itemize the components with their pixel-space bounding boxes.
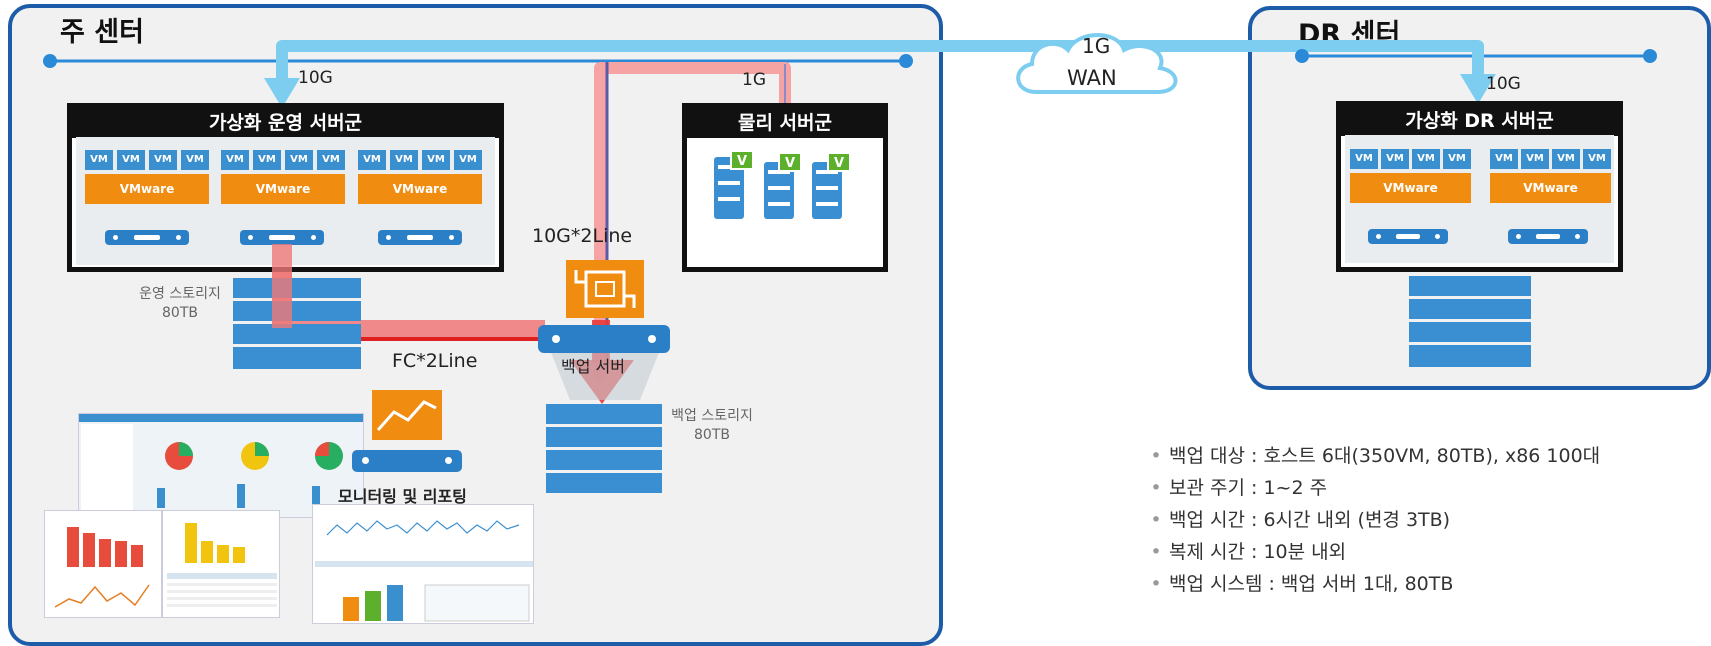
backup-storage-disk — [546, 427, 662, 447]
vm-icon: VM — [221, 150, 249, 170]
main-10g-label: 10G — [298, 68, 333, 88]
summary-item: 보관 주기 : 1~2 주 — [1143, 472, 1600, 504]
backup-server-label: 백업 서버 — [561, 357, 625, 376]
wan-link — [276, 40, 1484, 80]
operation-storage-name: 운영 스토리지 — [139, 286, 221, 302]
backup-10g-2line-label: 10G*2Line — [532, 225, 633, 247]
backup-storage-disk — [546, 473, 662, 493]
backup-software-glyph — [574, 270, 636, 308]
wan-cloud-icon — [1016, 33, 1178, 94]
backup-funnel — [550, 350, 660, 400]
backup-storage-disk — [546, 404, 662, 424]
vm-icon: VM — [117, 150, 145, 170]
host-server-icon — [378, 230, 462, 245]
veeam-badge-icon: V — [730, 150, 754, 170]
vm-icon: VM — [1350, 149, 1378, 169]
dr-lan-dot-right — [1643, 49, 1657, 63]
vmware-label: VMware — [221, 174, 345, 204]
main-lan-dot-left — [43, 54, 57, 68]
vm-icon: VM — [1552, 149, 1580, 169]
summary-item: 백업 대상 : 호스트 6대(350VM, 80TB), x86 100대 — [1143, 440, 1600, 472]
backup-storage-name: 백업 스토리지 — [671, 408, 753, 424]
veeam-badge-icon: V — [778, 152, 802, 172]
vmware-label: VMware — [358, 174, 482, 204]
dr-storage-disk — [1409, 299, 1531, 319]
monitoring-dashboard-thumbnail — [78, 413, 364, 518]
monitoring-label: 모니터링 및 리포팅 — [338, 487, 467, 506]
dr-storage-disk — [1409, 322, 1531, 342]
backup-storage-disk — [546, 450, 662, 470]
operation-storage-disk — [233, 301, 361, 321]
wan-arrow-dr — [1460, 74, 1496, 104]
operation-storage-disk — [233, 347, 361, 369]
dashboard-pie-icons — [157, 442, 343, 508]
backup-software-icon — [566, 260, 644, 318]
monitoring-server-icon — [352, 450, 462, 472]
dr-lan-dot-left — [1295, 49, 1309, 63]
vm-icon: VM — [317, 150, 345, 170]
backup-storage-label: 백업 스토리지 80TB — [662, 407, 762, 445]
summary-item: 백업 시간 : 6시간 내외 (변경 3TB) — [1143, 504, 1600, 536]
vm-icon: VM — [1412, 149, 1440, 169]
backup-storage-capacity: 80TB — [694, 427, 730, 443]
vm-icon: VM — [358, 150, 386, 170]
vm-icon: VM — [1521, 149, 1549, 169]
report-line-chart-thumbnail — [312, 504, 534, 624]
dr-10g-label: 10G — [1486, 74, 1521, 94]
vm-icon: VM — [181, 150, 209, 170]
host-server-icon — [1368, 229, 1448, 244]
host-server-icon — [105, 230, 189, 245]
vmware-label: VMware — [1490, 173, 1611, 203]
operation-storage-capacity: 80TB — [162, 305, 198, 321]
dr-storage-disk — [1409, 276, 1531, 296]
vm-icon: VM — [390, 150, 418, 170]
physical-server-group-title: 물리 서버군 — [687, 108, 883, 138]
backup-summary-list: 백업 대상 : 호스트 6대(350VM, 80TB), x86 100대 보관… — [1143, 440, 1600, 600]
host-server-icon — [1508, 229, 1588, 244]
summary-item: 복제 시간 : 10분 내외 — [1143, 536, 1600, 568]
vm-icon: VM — [1583, 149, 1611, 169]
vm-icon: VM — [1490, 149, 1518, 169]
vm-icon: VM — [149, 150, 177, 170]
operation-storage-label: 운영 스토리지 80TB — [130, 285, 230, 323]
fc-2line-label: FC*2Line — [392, 350, 478, 372]
dr-storage-disk — [1409, 345, 1531, 367]
operation-storage-disk — [233, 324, 361, 344]
host-server-icon — [240, 230, 324, 245]
backup-server-icon — [538, 325, 670, 353]
summary-item: 백업 시스템 : 백업 서버 1대, 80TB — [1143, 568, 1600, 600]
virtual-server-group-title: 가상화 운영 서버군 — [72, 108, 499, 138]
main-center-title: 주 센터 — [60, 17, 144, 48]
wan-speed-label: 1G — [1082, 34, 1111, 58]
vm-icon: VM — [1443, 149, 1471, 169]
dr-virtual-server-group-title: 가상화 DR 서버군 — [1341, 106, 1618, 136]
report-table-thumbnail — [162, 510, 280, 618]
monitoring-chart-icon — [372, 390, 442, 440]
vm-icon: VM — [1381, 149, 1409, 169]
main-lan-dot-right — [899, 54, 913, 68]
operation-storage-disk — [233, 278, 361, 298]
physical-server-icon — [714, 157, 744, 219]
vm-icon: VM — [454, 150, 482, 170]
vmware-label: VMware — [85, 174, 209, 204]
vm-icon: VM — [285, 150, 313, 170]
wan-arrow-main — [264, 78, 300, 108]
report-bar-chart-thumbnail — [44, 510, 162, 618]
veeam-badge-icon: V — [827, 152, 851, 172]
vmware-label: VMware — [1350, 173, 1471, 203]
vm-icon: VM — [253, 150, 281, 170]
main-1g-label: 1G — [742, 70, 766, 90]
wan-label: WAN — [1067, 66, 1117, 90]
vm-icon: VM — [85, 150, 113, 170]
vm-icon: VM — [422, 150, 450, 170]
